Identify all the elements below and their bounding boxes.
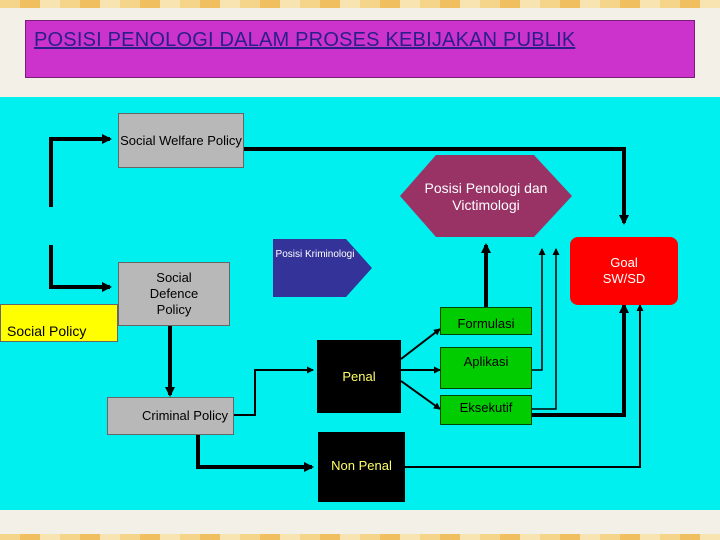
- criminal-policy-label: Criminal Policy: [142, 408, 228, 423]
- connector-penal-to-eksekutif: [400, 380, 441, 410]
- eksekutif-label: Eksekutif: [459, 400, 513, 415]
- connector-criminal-to-penal: [234, 366, 314, 416]
- connector-nonpenal-to-goal: [405, 304, 644, 468]
- connector-policy-to-welfare: [49, 134, 112, 207]
- diagram-canvas: Social Welfare Policy Social Policy Soci…: [0, 97, 720, 510]
- goal-box: Goal SW/SD: [570, 237, 678, 305]
- social-welfare-policy-box: Social Welfare Policy: [118, 113, 244, 168]
- page-title: POSISI PENOLOGI DALAM PROSES KEBIJAKAN P…: [34, 29, 576, 51]
- connector-policy-to-defence: [49, 245, 112, 292]
- formulasi-label: Formulasi: [457, 316, 515, 331]
- penologi-hexagon: [400, 155, 572, 237]
- penal-label: Penal: [342, 368, 376, 384]
- kriminologi-pentagon: [273, 239, 372, 297]
- goal-label: Goal SW/SD: [602, 255, 646, 286]
- social-defence-policy-box: Social Defence Policy: [118, 262, 230, 326]
- aplikasi-label: Aplikasi: [463, 354, 509, 369]
- social-policy-box: Social Policy: [0, 304, 118, 342]
- title-banner: POSISI PENOLOGI DALAM PROSES KEBIJAKAN P…: [25, 20, 695, 78]
- penologi-label: Posisi Penologi dan Victimologi: [424, 180, 548, 213]
- criminal-policy-box: Criminal Policy: [107, 397, 234, 435]
- aplikasi-box: Aplikasi: [440, 347, 532, 389]
- connector-welfare-to-goal: [244, 147, 629, 225]
- non-penal-label: Non Penal: [331, 458, 392, 473]
- connector-aplikasi-up: [532, 248, 546, 371]
- social-policy-label: Social Policy: [7, 323, 87, 339]
- bottom-decorative-border: [0, 534, 720, 540]
- formulasi-box: Formulasi: [440, 307, 532, 335]
- connector-penal-to-formulasi: [400, 328, 441, 360]
- connector-eksekutif-to-goal: [532, 303, 629, 417]
- top-decorative-border: [0, 0, 720, 8]
- penal-box: Penal: [317, 340, 401, 413]
- connector-criminal-to-nonpenal: [196, 433, 314, 472]
- social-welfare-policy-label: Social Welfare Policy: [120, 132, 242, 148]
- social-defence-policy-label: Social Defence Policy: [149, 270, 199, 317]
- kriminologi-label: Posisi Kriminologi: [275, 249, 355, 260]
- connector-eksekutif-up: [532, 248, 560, 410]
- diagram-connectors: [49, 134, 644, 472]
- eksekutif-box: Eksekutif: [440, 395, 532, 425]
- non-penal-box: Non Penal: [318, 432, 405, 502]
